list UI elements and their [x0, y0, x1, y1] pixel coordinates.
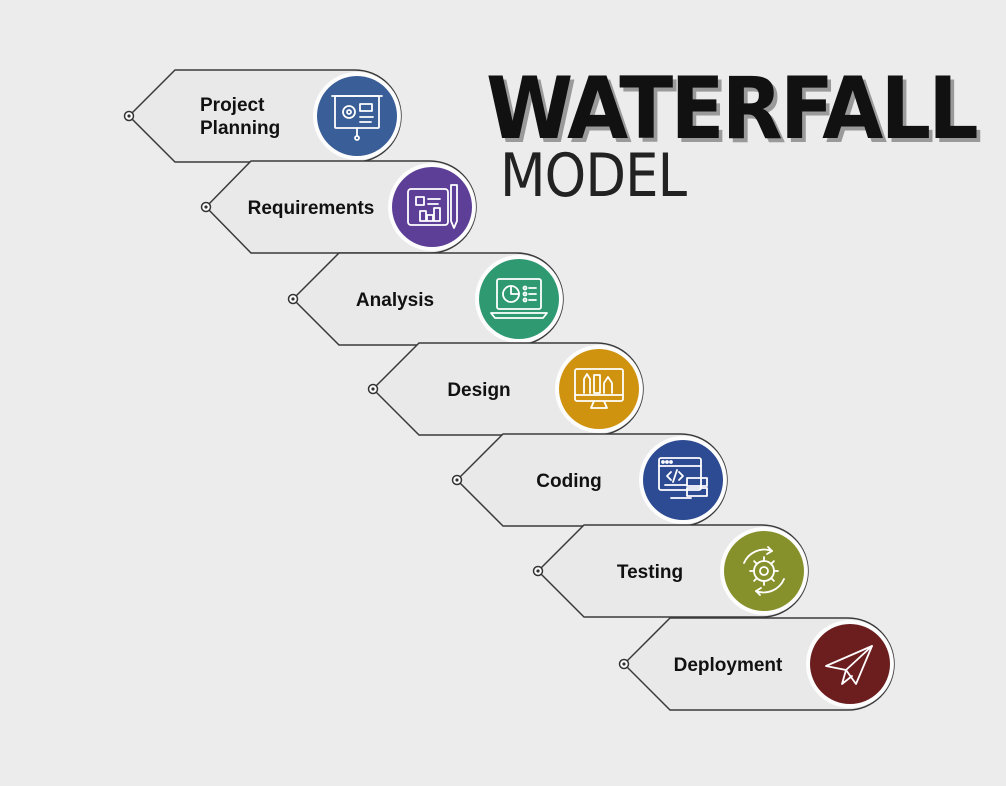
title-sub: MODEL: [500, 141, 687, 211]
step-2: Requirements: [200, 160, 477, 254]
monitor-design-tools-icon: [574, 368, 624, 409]
paper-plane-icon: [825, 645, 873, 685]
step-5: Coding: [451, 433, 728, 527]
step-label: Deployment: [674, 655, 783, 676]
step-7: Deployment: [618, 617, 895, 711]
blueprint-pencil-icon: [407, 184, 458, 229]
step-icon-circle: [724, 531, 804, 611]
step-label: Requirements: [248, 198, 375, 219]
gear-cycle-icon: [743, 546, 785, 596]
step-icon-circle: [559, 349, 639, 429]
step-icon-circle: [643, 440, 723, 520]
presentation-gear-icon: [331, 95, 383, 141]
title-main: WATERFALL: [486, 59, 979, 159]
step-label: Design: [447, 380, 510, 401]
step-label: Planning: [200, 118, 280, 139]
step-icon-circle: [810, 624, 890, 704]
step-label: Project: [200, 95, 265, 116]
step-icon-circle: [317, 76, 397, 156]
step-4: Design: [367, 342, 644, 436]
step-label: Coding: [536, 471, 601, 492]
step-icon-circle: [392, 167, 472, 247]
step-label: Testing: [617, 562, 683, 583]
step-label: Analysis: [356, 290, 434, 311]
step-3: Analysis: [287, 252, 564, 346]
step-icon-circle: [479, 259, 559, 339]
step-6: Testing: [532, 524, 809, 618]
laptop-pie-chart-icon: [490, 278, 548, 319]
code-window-icon: [658, 457, 708, 499]
